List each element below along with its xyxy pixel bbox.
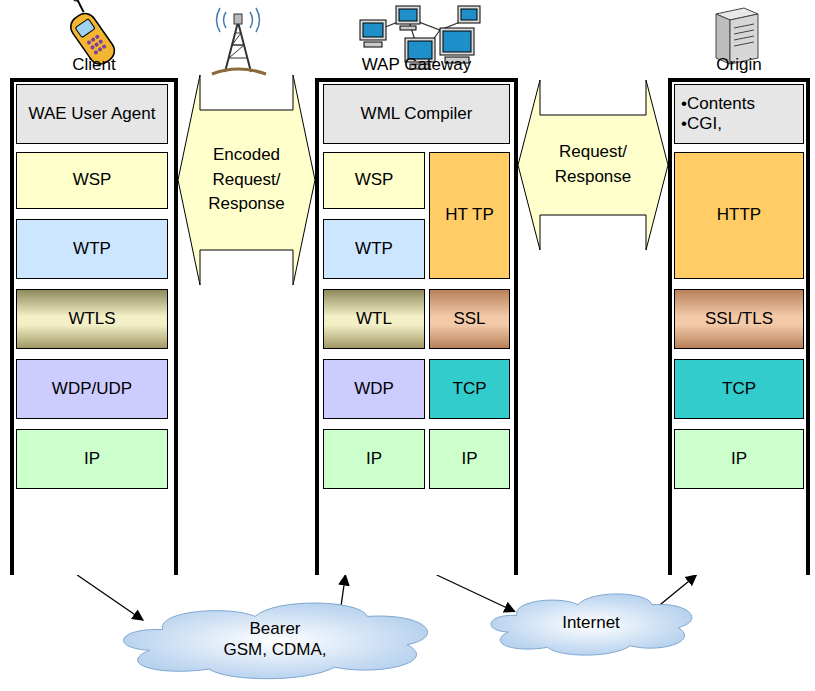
layer-box: WSP bbox=[323, 152, 425, 209]
layer-label: WAE User Agent bbox=[29, 104, 156, 124]
layer-label: WTLS bbox=[68, 309, 115, 329]
layer-box: SSL bbox=[429, 289, 510, 349]
layer-box: SSL/TLS bbox=[674, 289, 804, 349]
layer-label: WTP bbox=[355, 239, 393, 259]
layer-box: TCP bbox=[429, 359, 510, 419]
layer-box: TCP bbox=[674, 359, 804, 419]
network-cloud: Internet bbox=[482, 585, 700, 661]
layer-box: WSP bbox=[16, 152, 168, 209]
link-arrow bbox=[77, 575, 143, 620]
protocol-stack: WAP GatewayWML CompilerWSPHT TPWTPWTLSSL… bbox=[315, 78, 518, 575]
layer-label: •Contents bbox=[681, 94, 755, 114]
arrow-label: Encoded Request/ Response bbox=[202, 143, 291, 217]
protocol-stack: ClientWAE User AgentWSPWTPWTLSWDP/UDPIP bbox=[10, 78, 178, 575]
stack-heading: Client bbox=[0, 55, 194, 75]
block-arrow bbox=[518, 80, 668, 250]
layer-box: •Contents•CGI, bbox=[674, 84, 804, 144]
stack-heading: Origin bbox=[652, 55, 815, 75]
layer-box: IP bbox=[429, 429, 510, 489]
layer-box: WTL bbox=[323, 289, 425, 349]
link-arrow bbox=[656, 575, 696, 608]
layer-box: HT TP bbox=[429, 152, 510, 279]
stack-heading: WAP Gateway bbox=[299, 55, 534, 75]
network-label: Bearer bbox=[249, 618, 300, 639]
layer-box: IP bbox=[674, 429, 804, 489]
layer-box: WDP bbox=[323, 359, 425, 419]
network-label: Internet bbox=[562, 612, 620, 633]
layer-label: IP bbox=[731, 449, 747, 469]
layer-box: WTP bbox=[323, 219, 425, 279]
layer-box: WTP bbox=[16, 219, 168, 279]
layer-label: WSP bbox=[73, 170, 112, 190]
tower-icon bbox=[212, 8, 266, 74]
layer-box: WAE User Agent bbox=[16, 84, 168, 144]
layer-box: IP bbox=[16, 429, 168, 489]
layer-box: WDP/UDP bbox=[16, 359, 168, 419]
layer-label: IP bbox=[461, 449, 477, 469]
layer-box: HTTP bbox=[674, 152, 804, 279]
block-arrow bbox=[178, 75, 315, 285]
cloud-shape bbox=[110, 592, 440, 686]
arrow-label: Request/ Response bbox=[542, 140, 644, 189]
layer-box: WML Compiler bbox=[323, 84, 510, 144]
layer-label: WDP/UDP bbox=[52, 379, 132, 399]
link-arrow bbox=[437, 575, 515, 612]
link-arrow bbox=[341, 575, 345, 606]
layer-box: WTLS bbox=[16, 289, 168, 349]
network-label: GSM, CDMA, bbox=[224, 639, 327, 660]
layer-label: WTL bbox=[356, 309, 392, 329]
layer-label: SSL bbox=[453, 309, 485, 329]
layer-label: WSP bbox=[355, 170, 394, 190]
layer-label: TCP bbox=[722, 379, 756, 399]
layer-label: WML Compiler bbox=[361, 104, 473, 124]
layer-label: IP bbox=[366, 449, 382, 469]
layer-box: IP bbox=[323, 429, 425, 489]
layer-label: IP bbox=[84, 449, 100, 469]
layer-label: WTP bbox=[73, 239, 111, 259]
layer-label: •CGI, bbox=[681, 114, 722, 134]
layer-label: HT TP bbox=[445, 205, 494, 225]
layer-label: TCP bbox=[453, 379, 487, 399]
layer-label: HTTP bbox=[717, 205, 761, 225]
layer-label: WDP bbox=[354, 379, 394, 399]
layer-label: SSL/TLS bbox=[705, 309, 773, 329]
network-cloud: BearerGSM, CDMA, bbox=[110, 592, 440, 686]
protocol-stack: Origin•Contents•CGI,HTTPSSL/TLSTCPIP bbox=[668, 78, 810, 575]
